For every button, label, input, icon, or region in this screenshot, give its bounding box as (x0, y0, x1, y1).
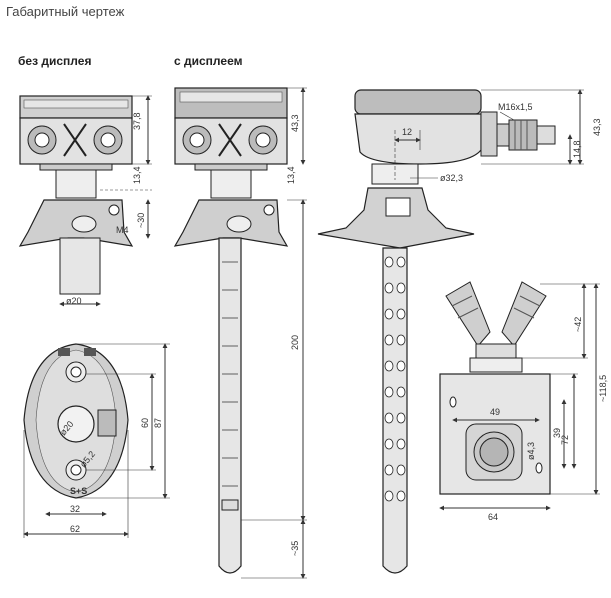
dim-64: 64 (488, 512, 498, 522)
dim-m16: M16x1,5 (498, 102, 533, 112)
dim-37-8: 37,8 (132, 112, 142, 130)
dim-200: 200 (290, 335, 300, 350)
sensor-with-display (173, 87, 307, 579)
dim-62: 62 (70, 524, 80, 534)
dim-12: 12 (402, 127, 412, 137)
label-without-display: без дисплея (18, 54, 92, 68)
dim-13-4-a: 13,4 (132, 166, 142, 184)
dim-39: 39 (552, 428, 562, 438)
dim-d4-3: ø4,3 (526, 442, 536, 460)
dim-118-5: ~118,5 (598, 375, 608, 402)
dim-72: 72 (560, 435, 570, 445)
dim-87: 87 (153, 418, 163, 428)
sensor-side-view (317, 89, 584, 574)
dim-49: 49 (490, 407, 500, 417)
dim-d20-a: ø20 (66, 296, 82, 306)
dim-35: ~35 (290, 541, 300, 556)
dim-d32-3: ø32,3 (440, 173, 463, 183)
label-with-display: с дисплеем (174, 54, 243, 68)
dim-42: ~42 (573, 317, 583, 332)
sensor-top-view (23, 343, 170, 538)
dim-43-3-a: 43,3 (290, 114, 300, 132)
brand-logo: S+S (70, 486, 87, 496)
dim-m4: M4 (116, 225, 129, 235)
dim-60: 60 (140, 418, 150, 428)
dim-32: 32 (70, 504, 80, 514)
dim-14-8: 14,8 (572, 140, 582, 158)
dim-30: ~30 (136, 213, 146, 228)
sensor-mounting-plate (439, 281, 600, 511)
dim-43-3-b: 43,3 (592, 118, 602, 136)
sensor-without-display (18, 95, 152, 307)
dim-13-4-b: 13,4 (286, 166, 296, 184)
drawing-title: Габаритный чертеж (6, 4, 125, 19)
